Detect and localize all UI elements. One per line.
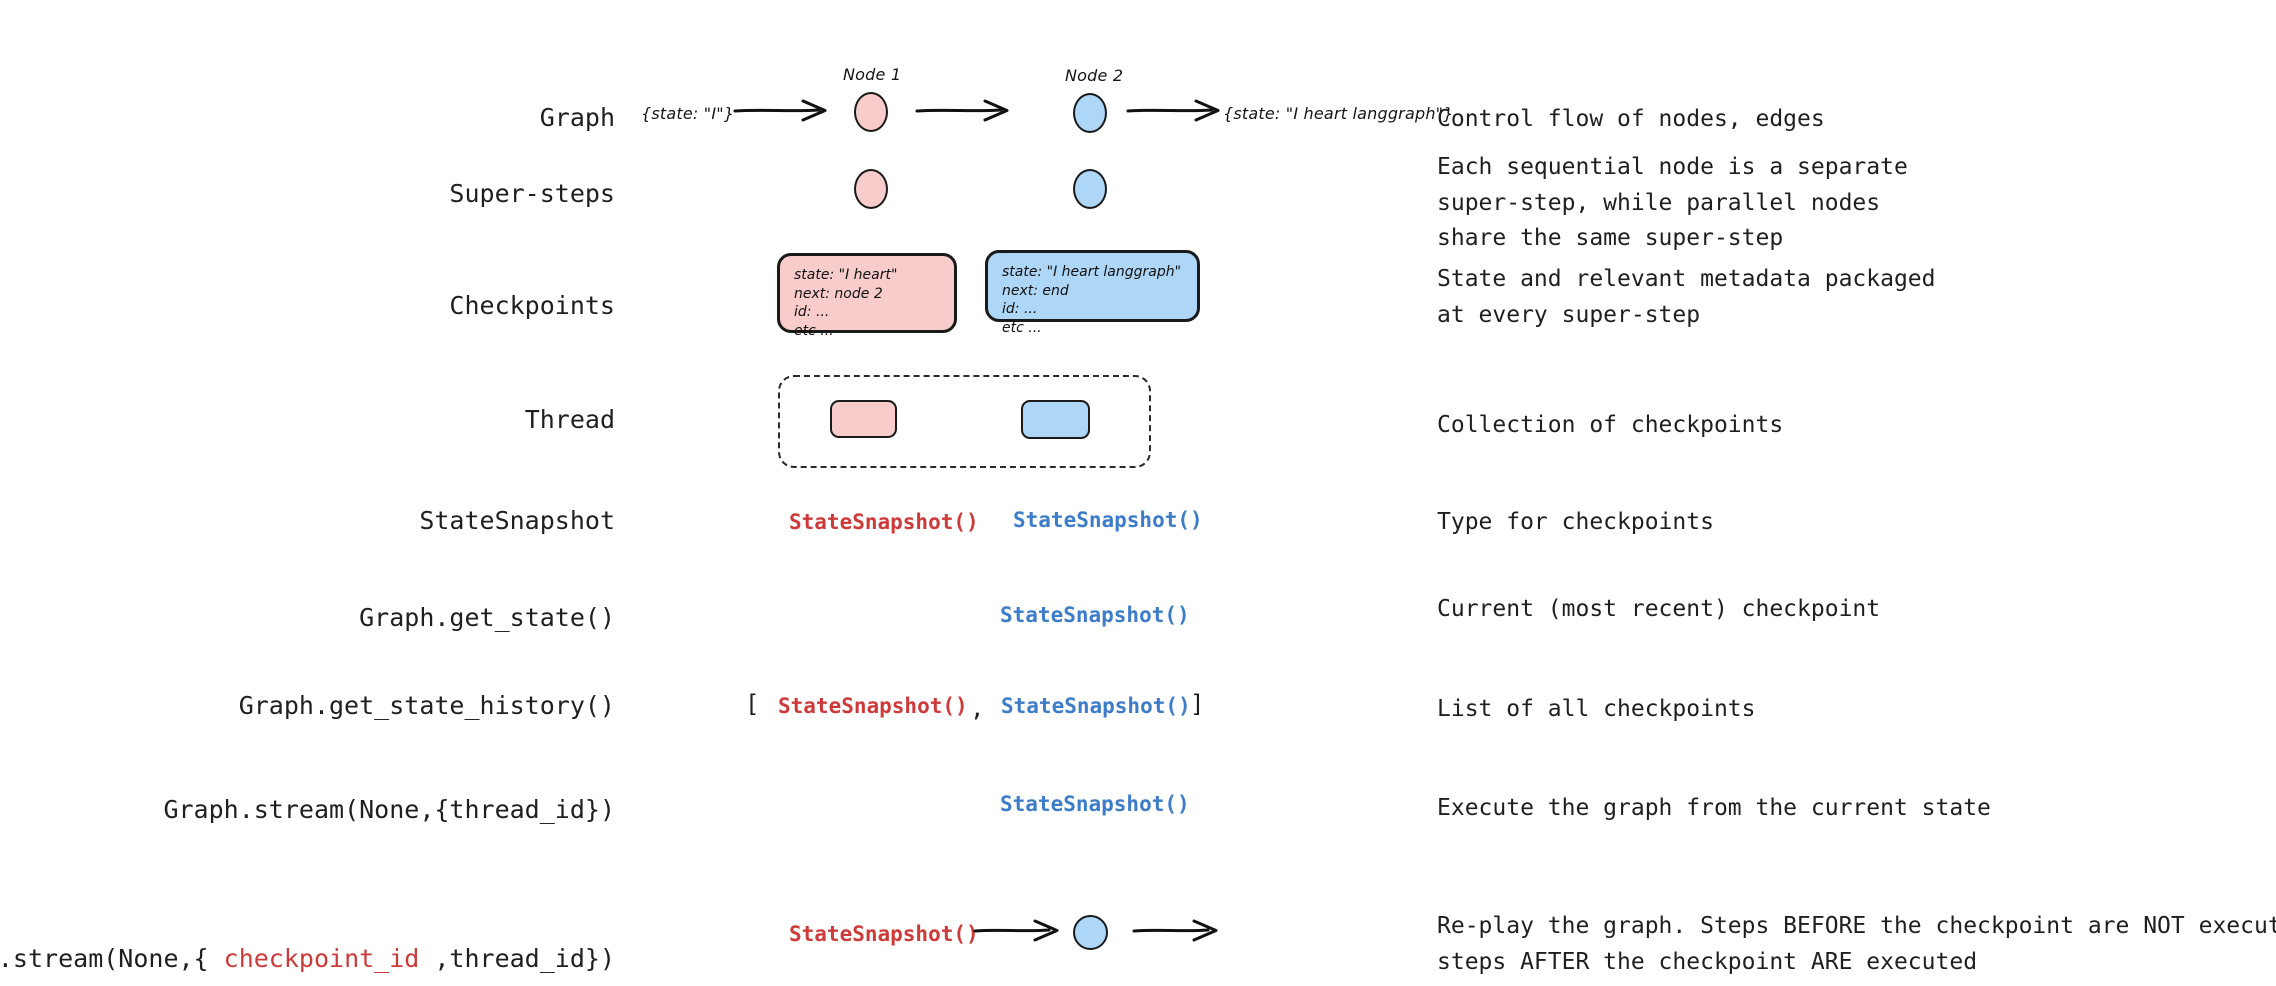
checkpoint-1-id: id: ... (794, 304, 830, 321)
row-description-get-state: Current (most recent) checkpoint (1437, 596, 1881, 622)
row-description-stream-replay: Re-play the graph. Steps BEFORE the chec… (1437, 913, 2276, 975)
history-open-bracket: [ (745, 690, 760, 718)
row-description-super-steps: Each sequential node is a separate super… (1437, 154, 1908, 252)
stream-current-result-snapshot: StateSnapshot() (1000, 792, 1190, 816)
row-label-get-state-history: Graph.get_state_history() (238, 691, 615, 720)
super-step-node1-circle (854, 169, 888, 209)
thread-checkpoint-2 (1021, 400, 1090, 439)
checkpoint-2-id: id: ... (1002, 301, 1038, 318)
row-description-checkpoints: State and relevant metadata packaged at … (1437, 266, 1936, 328)
row-label-graph: Graph (539, 103, 615, 132)
checkpoint-1-next: next: node 2 (794, 285, 883, 302)
row-description-thread: Collection of checkpoints (1437, 412, 1784, 438)
history-close-bracket: ] (1190, 690, 1205, 718)
row-label-get-state: Graph.get_state() (359, 603, 615, 632)
node2-label: Node 2 (1065, 66, 1124, 85)
stream-replay-suffix: ,thread_id}) (419, 944, 615, 974)
checkpoint-box-2: state: "I heart langgraph" next: end id:… (985, 250, 1200, 336)
replay-source-snapshot: StateSnapshot() (789, 922, 979, 946)
row-label-state-snapshot: StateSnapshot (419, 506, 615, 535)
checkpoint-2-etc: etc ... (1002, 319, 1042, 336)
row-label-checkpoints: Checkpoints (449, 291, 615, 320)
row-label-stream-current: Graph.stream(None,{thread_id}) (163, 795, 615, 824)
graph-input-state-label: {state: "I"} (641, 104, 735, 123)
row-description-state-snapshot: Type for checkpoints (1437, 509, 1714, 535)
replay-arrow-1 (973, 919, 1059, 942)
graph-output-state-label: {state: "I heart langgraph"} (1223, 104, 1454, 123)
row-description-stream-current: Execute the graph from the current state (1437, 795, 1991, 821)
replay-node-circle (1073, 915, 1108, 950)
super-step-node2-circle (1073, 169, 1107, 209)
graph-arrow-2 (915, 99, 1009, 122)
checkpoint-2-next: next: end (1002, 282, 1069, 299)
get-state-result-snapshot: StateSnapshot() (1000, 603, 1190, 627)
checkpoint-2-state: state: "I heart langgraph" (1002, 264, 1182, 280)
graph-arrow-1 (733, 99, 827, 122)
row-label-stream-replay: Graph.stream(None,{ checkpoint_id ,threa… (0, 912, 615, 986)
checkpoint-1-etc: etc ... (794, 322, 834, 339)
node2-circle (1073, 93, 1107, 133)
stream-replay-prefix: Graph.stream(None,{ (0, 944, 209, 974)
checkpoint-box-1: state: "I heart" next: node 2 id: ... et… (777, 253, 957, 339)
history-snapshot-2: StateSnapshot() (1001, 694, 1191, 718)
statesnapshot-type-blue: StateSnapshot() (1013, 508, 1203, 532)
row-label-thread: Thread (524, 405, 615, 434)
row-label-super-steps: Super-steps (449, 179, 615, 208)
thread-checkpoint-1 (830, 400, 897, 438)
replay-arrow-2 (1132, 919, 1218, 942)
thread-container (778, 375, 1151, 468)
node1-label: Node 1 (843, 65, 902, 84)
checkpoint-id-token: checkpoint_id (223, 944, 420, 974)
row-description-graph: Control flow of nodes, edges (1437, 106, 1825, 132)
statesnapshot-type-pink: StateSnapshot() (789, 510, 979, 534)
graph-arrow-3 (1126, 99, 1220, 122)
node1-circle (854, 92, 888, 132)
history-snapshot-1: StateSnapshot() (778, 694, 968, 718)
checkpoint-1-state: state: "I heart" (794, 267, 898, 283)
history-comma: , (970, 694, 985, 722)
row-description-get-state-history: List of all checkpoints (1437, 696, 1756, 722)
